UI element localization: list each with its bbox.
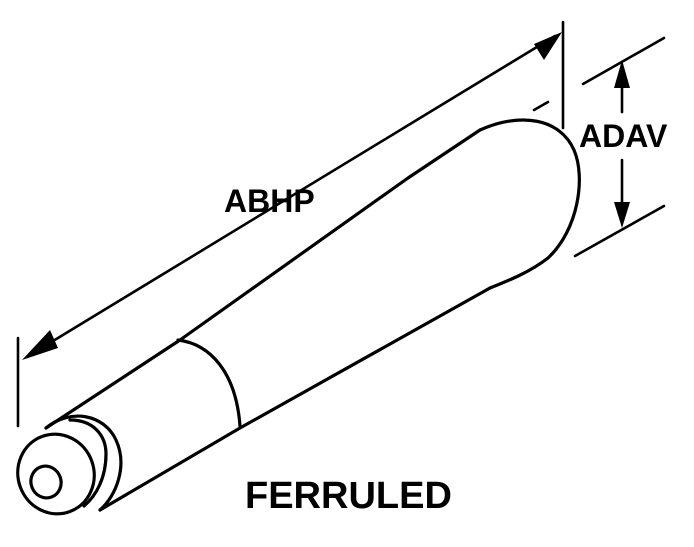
diameter-extension-top xyxy=(581,36,666,86)
rod-body xyxy=(44,118,581,512)
diameter-dimension: ADAV xyxy=(532,36,668,258)
ferrule-collar-inner xyxy=(68,418,108,508)
length-label: ABHP xyxy=(224,183,315,219)
ferrule-tip-outer xyxy=(16,432,96,516)
diameter-extension-top-stub xyxy=(532,100,550,112)
diameter-arrowhead-bottom xyxy=(614,202,630,228)
diameter-arrowhead-top xyxy=(614,60,630,88)
ferrule-collar-outer xyxy=(44,414,123,512)
length-dimension-line xyxy=(28,34,557,357)
ferrule-boundary xyxy=(176,338,242,428)
diameter-label: ADAV xyxy=(579,118,668,154)
length-dimension: ABHP xyxy=(16,20,565,428)
caption: FERRULED xyxy=(245,475,452,517)
diameter-extension-bottom xyxy=(573,204,666,258)
length-arrowhead-left xyxy=(22,330,58,360)
ferrule-tip-bore xyxy=(29,464,63,500)
length-arrowhead-right xyxy=(534,32,562,60)
rod-rounded-end xyxy=(478,118,581,290)
rod-upper-edge xyxy=(44,128,482,430)
rod-lower-edge xyxy=(98,286,492,512)
ferrule-end xyxy=(16,414,123,516)
